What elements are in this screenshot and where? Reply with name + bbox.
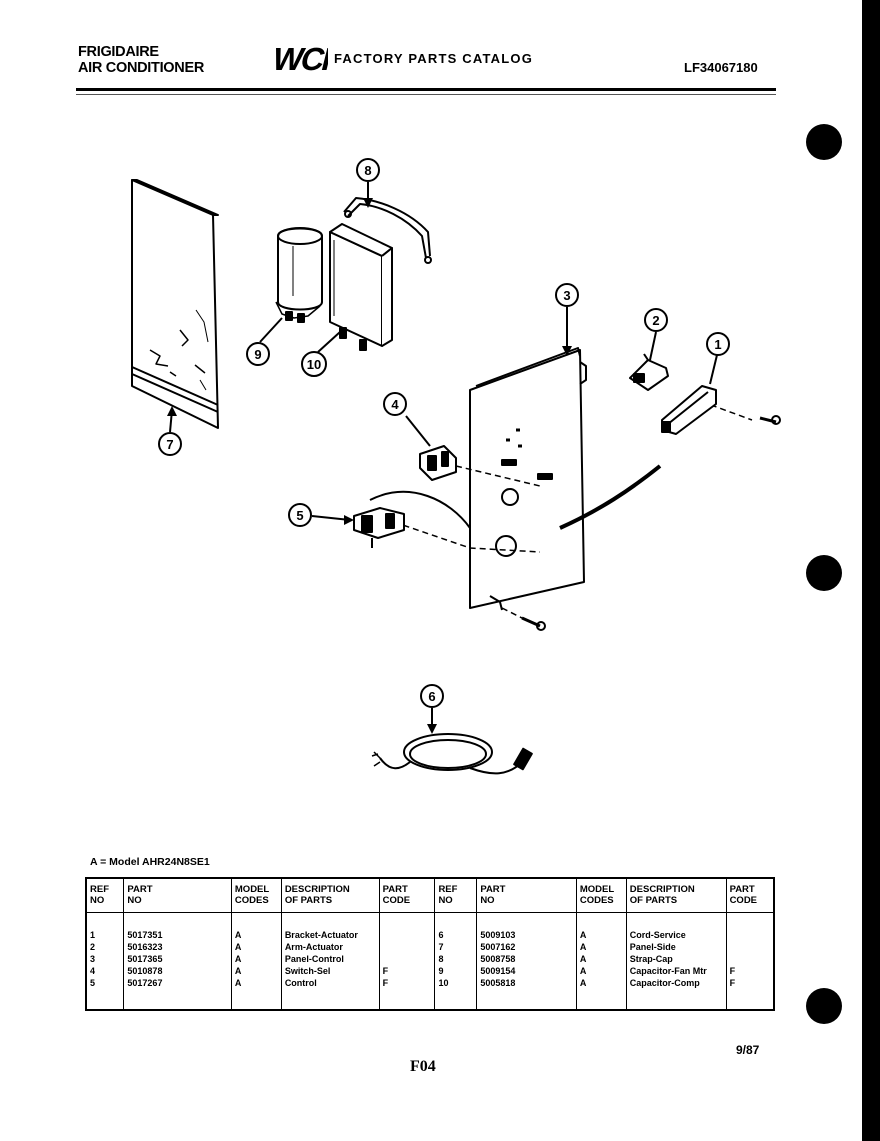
svg-text:3: 3: [563, 288, 570, 303]
svg-text:2: 2: [652, 313, 659, 328]
callout-4: 4: [383, 392, 407, 416]
wci-logo-text: WCI: [269, 41, 328, 74]
capacitor-fan-part: [275, 227, 323, 323]
arm-actuator-part: [629, 353, 669, 391]
callout-3: 3: [555, 283, 579, 307]
wci-logo: WCI: [269, 41, 328, 74]
svg-text:1: 1: [714, 337, 721, 352]
binder-hole: [806, 124, 842, 160]
callout-1: 1: [706, 332, 730, 356]
callout-6: 6: [420, 684, 444, 708]
header-rule: [76, 88, 776, 91]
svg-text:4: 4: [391, 397, 399, 412]
side-panel-part: [131, 179, 219, 429]
page-code: F04: [410, 1058, 436, 1075]
bracket-actuator-part: [661, 385, 781, 435]
callout-5: 5: [288, 503, 312, 527]
binder-hole: [806, 555, 842, 591]
callout-10: 10: [301, 351, 327, 377]
revision-date: 9/87: [736, 1043, 760, 1057]
svg-text:6: 6: [428, 689, 435, 704]
page-edge-bar: [862, 0, 880, 1141]
brand-line-1: FRIGIDAIRE: [78, 44, 159, 60]
svg-text:9: 9: [254, 347, 261, 362]
exploded-parts-diagram: 1 2 3 4 5 6 7 8 9 10: [131, 158, 781, 775]
header-rule-thin: [76, 94, 776, 95]
callout-7: 7: [158, 432, 182, 456]
switch-sel-part: [419, 445, 457, 481]
svg-text:8: 8: [364, 163, 371, 178]
catalog-title: FACTORY PARTS CATALOG: [334, 51, 534, 66]
callout-2: 2: [644, 308, 668, 332]
svg-text:10: 10: [307, 357, 321, 372]
callout-9: 9: [246, 342, 270, 366]
svg-text:5: 5: [296, 508, 303, 523]
binder-hole: [806, 988, 842, 1024]
strap-cap-part: [343, 197, 432, 264]
control-part: [353, 507, 405, 548]
capacitor-comp-part: [329, 223, 393, 351]
svg-text:7: 7: [166, 437, 173, 452]
brand-block: FRIGIDAIRE AIR CONDITIONER: [78, 44, 204, 76]
service-cord-part: [371, 733, 533, 775]
model-note: A = Model AHR24N8SE1: [90, 856, 210, 868]
tube: [559, 464, 662, 530]
control-panel-part: [469, 347, 587, 611]
control-wire: [369, 491, 471, 529]
brand-line-2: AIR CONDITIONER: [78, 60, 205, 76]
catalog-number: LF34067180: [684, 60, 758, 75]
callout-8: 8: [356, 158, 380, 182]
